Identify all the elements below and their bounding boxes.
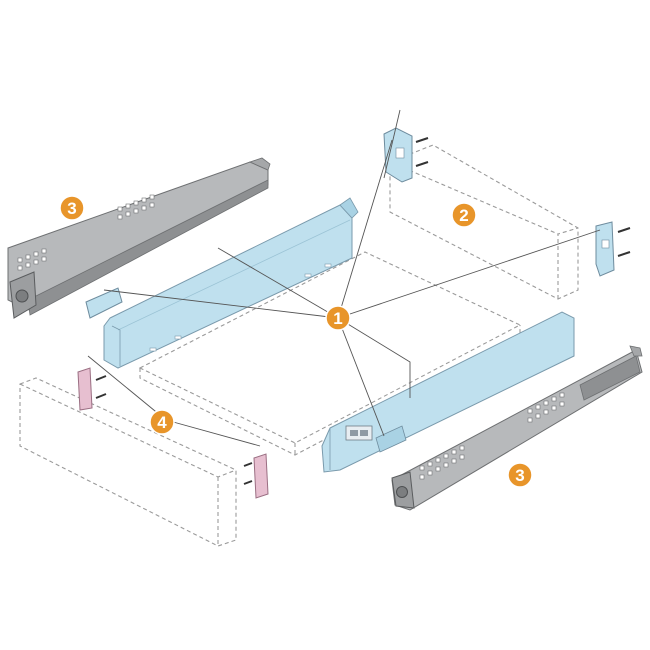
svg-text:4: 4	[157, 413, 167, 432]
left-runner-slide	[7, 157, 271, 319]
back-bracket-left	[383, 127, 429, 183]
front-fixing-clip-left	[85, 287, 123, 319]
callout-3-left: 3	[59, 195, 85, 221]
drawer-back-panel	[389, 144, 579, 300]
svg-text:3: 3	[67, 199, 76, 218]
left-drawer-side-profile	[103, 197, 359, 369]
callout-2: 2	[451, 202, 477, 228]
right-drawer-side-profile	[321, 311, 575, 473]
callout-4: 4	[149, 409, 175, 435]
svg-text:2: 2	[459, 206, 468, 225]
callout-3-right: 3	[507, 462, 533, 488]
leader-lines	[87, 109, 601, 447]
front-bracket-right	[243, 453, 269, 499]
right-runner-slide	[391, 345, 643, 511]
svg-text:3: 3	[515, 466, 524, 485]
callout-1: 1	[325, 305, 351, 331]
front-bracket-left	[77, 367, 107, 411]
svg-text:1: 1	[333, 309, 342, 328]
back-bracket-right	[595, 221, 631, 277]
drawer-front-panel	[19, 377, 237, 547]
